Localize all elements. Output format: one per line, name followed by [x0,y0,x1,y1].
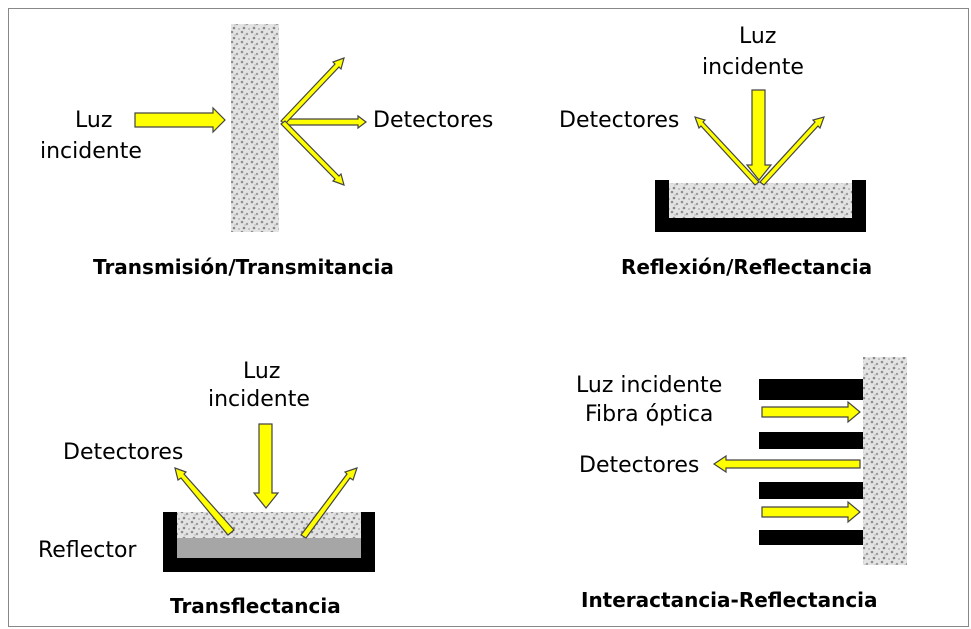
incident-label: Luz incidente [576,373,722,398]
incident-label-line2: incidente [208,387,310,412]
incident-arrow [252,423,280,509]
fiber-stripe [759,432,863,449]
incident-arrow-bottom [761,500,861,524]
panel-interactancia: Luz incidente Fibra óptica Detectores In… [576,357,907,612]
sample-powder [177,512,361,538]
fiber-stripe [759,379,863,400]
incident-label-line1: Luz [243,359,280,384]
sample-holder [163,512,375,572]
incident-label-line1: Luz [75,108,112,133]
detector-arrow-up [280,57,345,125]
incident-arrow [134,106,226,134]
detector-arrow-left [694,116,760,186]
sample-slab [863,357,907,565]
detectors-label: Detectores [559,108,679,133]
reflector-plate [177,538,361,558]
sample-slab [231,24,279,232]
panel-title: Interactancia-Reflectancia [581,588,878,612]
fiber-label: Fibra óptica [585,402,713,427]
panel-transflectancia: Luz incidente Detectores Reflector Trans… [38,359,375,618]
detectors-label: Detectores [373,108,493,133]
detectors-label: Detectores [63,440,183,465]
panel-title: Reflexión/Reflectancia [621,255,872,279]
panel-reflexion: Luz incidente Detectores Reflexión/Refle… [559,24,872,279]
detector-arrow-right [300,467,358,539]
detectors-label: Detectores [579,453,699,478]
sample-powder [669,183,852,218]
incident-arrow [745,89,773,181]
incident-label-line2: incidente [702,55,804,80]
sample-holder [655,180,866,232]
reflector-label: Reflector [38,538,137,563]
figure-border [8,8,969,627]
fiber-stripe [759,530,863,545]
incident-arrow-top [761,400,861,424]
detector-arrow-left [174,467,235,536]
detector-arrow-straight [282,114,367,130]
detector-arrow [712,454,861,474]
panel-title: Transmisión/Transmitancia [93,255,394,279]
panel-title: Transflectancia [170,594,341,618]
detector-arrow-down [280,120,345,186]
detector-arrow-right [759,116,825,186]
fiber-stripe [759,482,863,499]
incident-label-line1: Luz [739,24,776,49]
incident-label-line2: incidente [40,139,142,164]
panel-transmision: Luz incidente Detectores Transmisión/Tra… [40,24,493,279]
